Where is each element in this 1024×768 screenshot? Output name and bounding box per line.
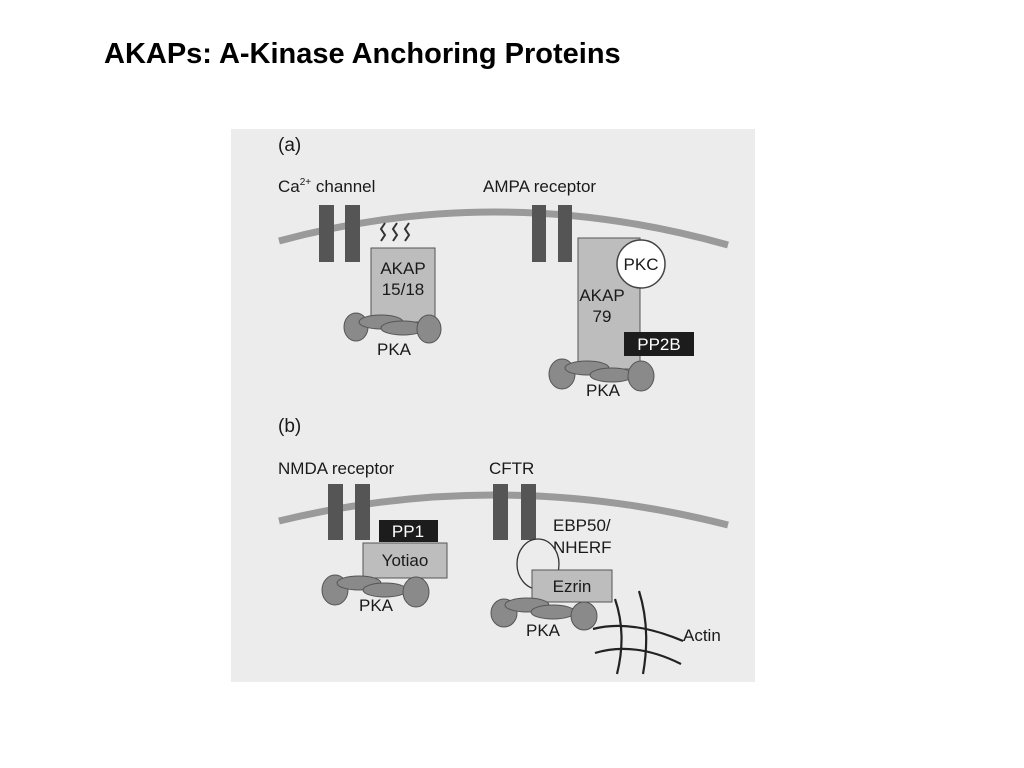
pp1-label: PP1 [392, 522, 424, 541]
cftr-label: CFTR [489, 459, 534, 478]
pp2b-label: PP2B [637, 335, 680, 354]
ampa-receptor-label: AMPA receptor [483, 177, 596, 196]
pka-lobe [362, 582, 408, 598]
ca-channel-bar-left [319, 205, 334, 262]
ebp50-label-line1: EBP50/ [553, 516, 611, 535]
pkc-circle [616, 239, 666, 289]
pka-lobe [570, 601, 598, 631]
panel-b-label: (b) [278, 416, 301, 437]
pka-left-a [343, 312, 442, 344]
ezrin-box [531, 569, 613, 603]
actin-filaments [592, 590, 684, 675]
cftr-complex: CFTR EBP50/ NHERF Ezrin PKA [489, 459, 721, 675]
nmda-receptor-complex: NMDA receptor PP1 Yotiao PKA [278, 459, 448, 615]
pka-label-a-right: PKA [586, 381, 621, 400]
pka-lobe [416, 314, 442, 344]
nmda-channel-bar-right [355, 484, 370, 540]
panel-a-label: (a) [278, 135, 301, 156]
pka-right-a [548, 358, 655, 392]
lipid-anchor-icon [379, 222, 411, 242]
ca-channel-label: Ca2+ channel [278, 177, 375, 196]
pka-label-b-right: PKA [526, 621, 561, 640]
ebp50-label-line2: NHERF [553, 538, 612, 557]
ampa-channel-bar-right [558, 205, 572, 262]
ca-channel-bar-right [345, 205, 360, 262]
akap-15-18-label-line2: 15/18 [382, 280, 425, 299]
pka-label-b-left: PKA [359, 596, 394, 615]
pp1-box [379, 520, 438, 542]
pka-right-b [490, 597, 598, 631]
akap-figure: (a) Ca2+ channel AKAP 15/18 PKA AMPA rec… [231, 129, 755, 682]
nmda-channel-bar-left [328, 484, 343, 540]
pp2b-box [624, 332, 694, 356]
akap-79-label-line2: 79 [593, 307, 612, 326]
yotiao-label: Yotiao [382, 551, 429, 570]
pkc-label: PKC [624, 255, 659, 274]
ampa-receptor-complex: AMPA receptor PKC AKAP 79 PP2B PKA [483, 177, 694, 400]
cftr-channel-bar-right [521, 484, 536, 540]
akap-15-18-label-line1: AKAP [380, 259, 425, 278]
akap-79-label-line1: AKAP [579, 286, 624, 305]
pka-lobe [589, 367, 635, 383]
akap-diagram: (a) Ca2+ channel AKAP 15/18 PKA AMPA rec… [231, 129, 755, 682]
actin-filament [637, 590, 648, 675]
ezrin-label: Ezrin [553, 577, 592, 596]
pka-lobe [402, 576, 430, 608]
ca-channel-complex: Ca2+ channel AKAP 15/18 PKA [278, 177, 442, 359]
panel-b: (b) NMDA receptor PP1 Yotiao PKA CFTR [278, 416, 729, 675]
akap-15-18-box [370, 247, 436, 323]
pka-lobe [627, 360, 655, 392]
nmda-receptor-label: NMDA receptor [278, 459, 395, 478]
cftr-channel-bar-left [493, 484, 508, 540]
actin-filament [613, 598, 623, 675]
pka-left-b [321, 574, 430, 608]
actin-filament [594, 647, 682, 665]
yotiao-box [362, 542, 448, 579]
pka-lobe [530, 604, 576, 620]
ampa-channel-bar-left [532, 205, 546, 262]
membrane-a [278, 208, 729, 249]
panel-a: (a) Ca2+ channel AKAP 15/18 PKA AMPA rec… [278, 135, 729, 400]
actin-filament [592, 624, 684, 643]
figure-background [231, 129, 755, 682]
pka-label-a-left: PKA [377, 340, 412, 359]
slide-title: AKAPs: A-Kinase Anchoring Proteins [104, 38, 621, 70]
actin-label: Actin [683, 626, 721, 645]
